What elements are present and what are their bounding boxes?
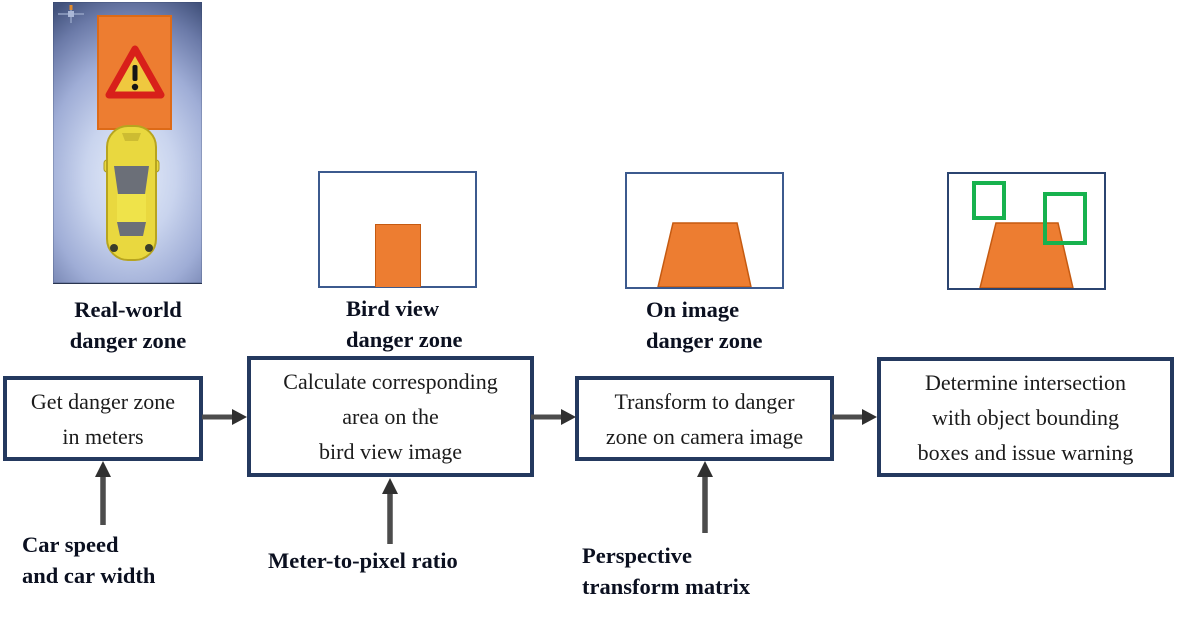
- label-bird-view-danger-zone: Bird view danger zone: [346, 296, 463, 352]
- bird-view-danger-zone-shape: [375, 224, 421, 287]
- label-perspective-transform-matrix: Perspective transform matrix: [582, 543, 751, 599]
- detection-image: [947, 172, 1106, 290]
- arrow-up-icon: [382, 478, 398, 544]
- camera-image: [625, 172, 784, 289]
- process-box-transform: Transform to danger zone on camera image: [575, 376, 834, 461]
- arrow-right-icon: [531, 409, 576, 425]
- arrow-right-icon: [202, 409, 247, 425]
- bounding-box: [972, 181, 1006, 220]
- label-on-image-danger-zone: On image danger zone: [646, 297, 763, 353]
- process-box-calculate-area: Calculate corresponding area on the bird…: [247, 356, 534, 477]
- camera-danger-zone-shape: [657, 222, 752, 287]
- bounding-box: [1043, 192, 1087, 245]
- danger-zone-sign: [97, 15, 172, 130]
- real-world-scene-image: [53, 2, 202, 284]
- warning-triangle-icon: [105, 45, 164, 98]
- detection-shapes: [972, 181, 1087, 288]
- bird-view-image: [318, 171, 477, 288]
- process-box-determine-intersection: Determine intersection with object bound…: [877, 357, 1174, 477]
- axis-gizmo-icon: [58, 5, 84, 23]
- label-meter-to-pixel-ratio: Meter-to-pixel ratio: [268, 548, 458, 573]
- label-car-speed-width: Car speed and car width: [22, 532, 156, 588]
- car-top-view-icon: [103, 125, 160, 261]
- process-box-get-danger-zone: Get danger zone in meters: [3, 376, 203, 461]
- label-real-world-danger-zone: Real-world danger zone: [69, 297, 187, 353]
- arrow-up-icon: [95, 461, 111, 525]
- arrow-up-icon: [697, 461, 713, 533]
- arrow-right-icon: [832, 409, 877, 425]
